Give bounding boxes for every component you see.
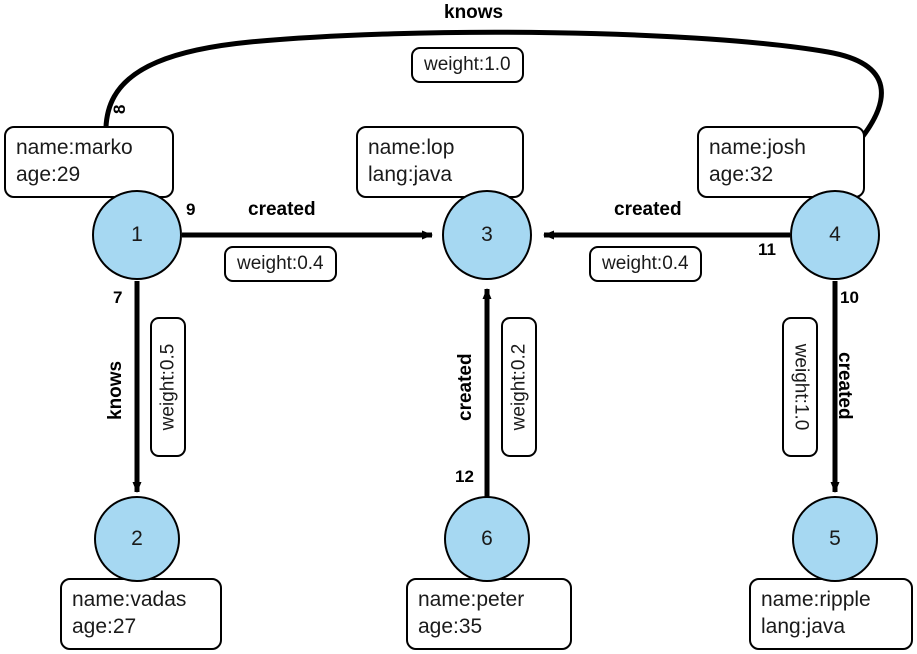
vertex-prop-line: name:lop (368, 136, 455, 159)
edge-label-created-12: created (455, 353, 476, 421)
edge-weight-8: weight:1.0 (411, 47, 524, 83)
vertex-prop-line: lang:java (761, 615, 846, 639)
edge-weight-11: weight:0.4 (589, 246, 702, 282)
edge-weight-7: weight:0.5 (150, 317, 186, 457)
edge-label-created-10: created (834, 352, 855, 420)
vertex-node-4[interactable]: 4 (790, 190, 880, 280)
vertex-prop-line: name:vadas (72, 588, 187, 611)
edge-weight-text: weight:1.0 (790, 343, 812, 431)
vertex-prop-line: age:27 (72, 615, 137, 639)
edge-weight-9: weight:0.4 (224, 246, 337, 282)
vertex-prop-line: lang:java (368, 163, 453, 187)
edge-id-11: 11 (758, 240, 776, 259)
edge-weight-text: weight:0.4 (602, 252, 689, 274)
edge-label-created-11: created (614, 199, 682, 220)
vertex-node-1[interactable]: 1 (92, 190, 182, 280)
vertex-props-2: name:vadas age:27 (60, 578, 222, 650)
vertex-prop-line: age:29 (16, 163, 81, 187)
vertex-node-5[interactable]: 5 (792, 496, 878, 582)
edge-id-8: 8 (110, 104, 129, 114)
edge-label-knows-7: knows (105, 360, 126, 420)
vertex-prop-line: name:josh (709, 136, 806, 159)
edge-id-12: 12 (455, 467, 474, 486)
edge-weight-text: weight:0.2 (508, 343, 530, 431)
vertex-props-6: name:peter age:35 (406, 578, 572, 650)
vertex-prop-line: name:peter (418, 588, 525, 611)
edge-weight-text: weight:0.4 (237, 252, 324, 274)
edge-id-7: 7 (113, 288, 123, 307)
edge-label-created-9: created (248, 199, 316, 220)
vertex-props-5: name:ripple lang:java (749, 578, 913, 650)
vertex-prop-line: name:ripple (761, 588, 871, 611)
edge-label-knows-8: knows (444, 2, 504, 23)
edge-weight-12: weight:0.2 (501, 317, 537, 457)
edge-path-8 (103, 29, 884, 197)
vertex-props-4: name:josh age:32 (697, 126, 865, 198)
vertex-props-1: name:marko age:29 (4, 126, 174, 198)
edge-weight-text: weight:0.5 (157, 343, 179, 431)
vertex-node-6[interactable]: 6 (444, 496, 530, 582)
edge-weight-10: weight:1.0 (782, 317, 818, 457)
edge-id-9: 9 (186, 200, 196, 219)
edge-id-10: 10 (840, 288, 859, 307)
vertex-props-3: name:lop lang:java (356, 126, 524, 198)
vertex-prop-line: age:32 (709, 163, 774, 187)
edge-weight-text: weight:1.0 (424, 53, 511, 75)
vertex-prop-line: age:35 (418, 615, 483, 639)
vertex-node-3[interactable]: 3 (442, 190, 532, 280)
vertex-prop-line: name:marko (16, 136, 133, 159)
vertex-node-2[interactable]: 2 (94, 496, 180, 582)
